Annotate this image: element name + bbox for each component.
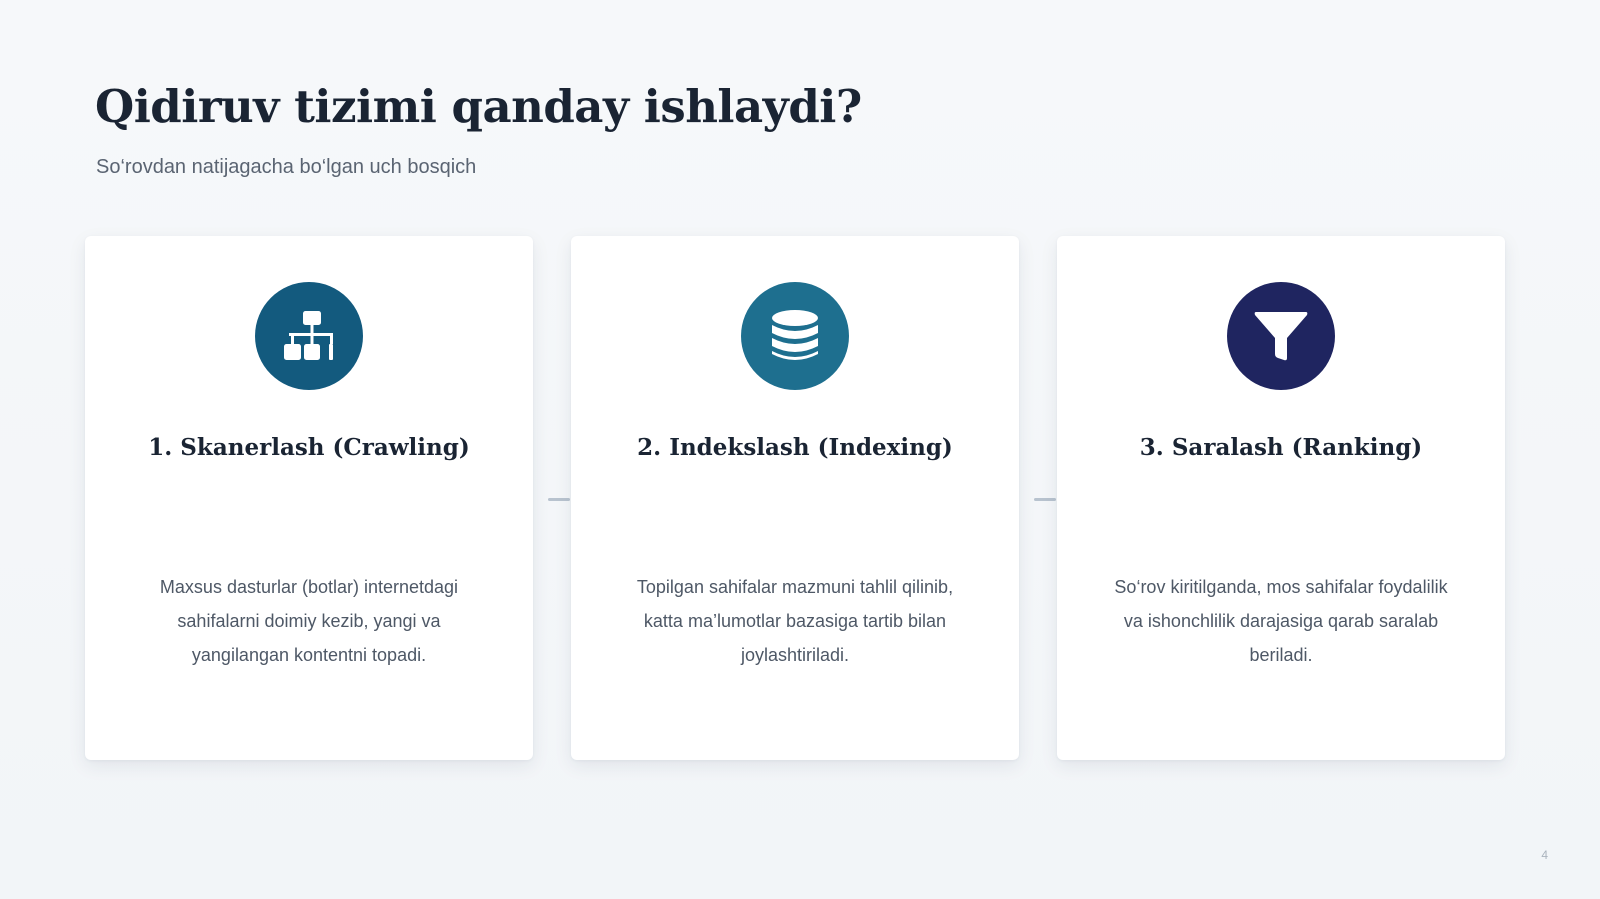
step-title: 2. Indekslash (Indexing) [637, 434, 953, 461]
step-icon-badge [1227, 282, 1335, 390]
filter-icon [1254, 312, 1308, 361]
step-connector [548, 498, 570, 501]
step-connector [1034, 498, 1056, 501]
step-card-indexing: 2. Indekslash (Indexing) Topilgan sahifa… [571, 236, 1019, 760]
step-card-crawling: 1. Skanerlash (Crawling) Maxsus dasturla… [85, 236, 533, 760]
sitemap-icon [284, 311, 333, 360]
page-title: Qidiruv tizimi qanday ishlaydi? [95, 80, 862, 133]
page-number: 4 [1541, 848, 1548, 862]
step-card-ranking: 3. Saralash (Ranking) So‘rov kiritilgand… [1057, 236, 1505, 760]
page-subtitle: So‘rovdan natijagacha bo‘lgan uch bosqic… [96, 156, 477, 178]
step-icon-badge [255, 282, 363, 390]
database-icon [772, 310, 818, 360]
step-icon-badge [741, 282, 849, 390]
step-description: So‘rov kiritilganda, mos sahifalar foyda… [1114, 577, 1448, 665]
step-description: Topilgan sahifalar mazmuni tahlil qilini… [636, 577, 954, 665]
step-title: 3. Saralash (Ranking) [1139, 434, 1423, 461]
step-title: 1. Skanerlash (Crawling) [148, 434, 470, 461]
step-description: Maxsus dasturlar (botlar) internetdagi s… [159, 577, 459, 665]
